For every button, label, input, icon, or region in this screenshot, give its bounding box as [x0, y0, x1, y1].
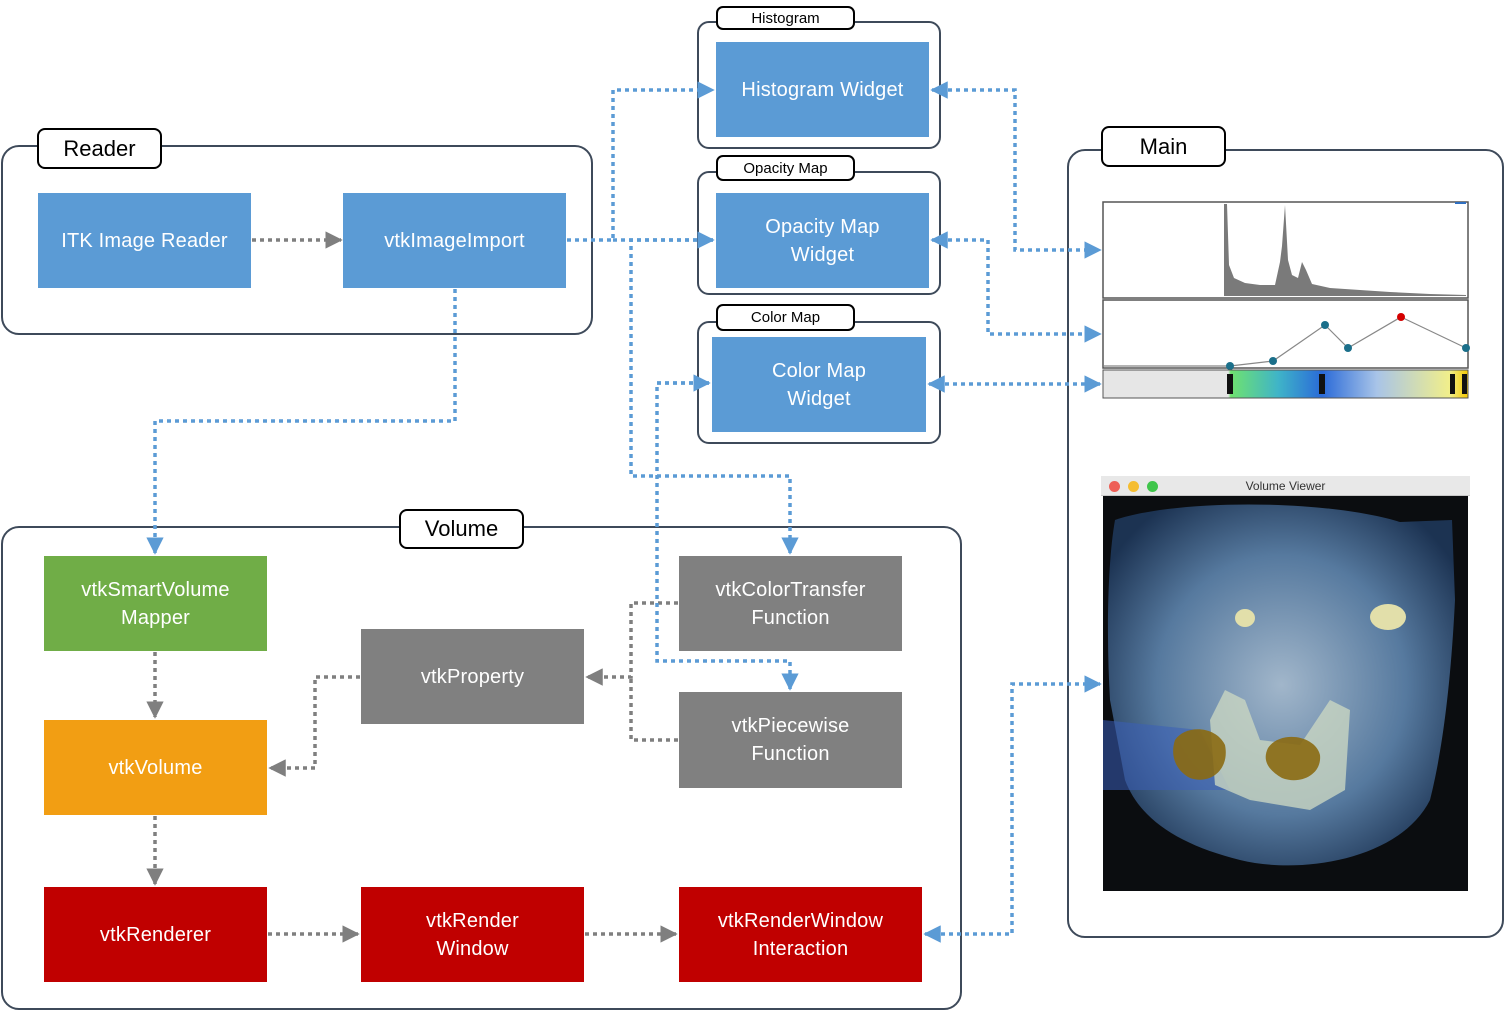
histogram-bars [1224, 204, 1466, 296]
reader-label: Reader [37, 128, 162, 169]
vtk-render-window-interaction-node: vtkRenderWindow Interaction [679, 887, 922, 982]
arrow-color-tf-to-property [585, 601, 678, 686]
opacity-point [1344, 344, 1352, 352]
opacity-point [1321, 321, 1329, 329]
vtk-smart-volume-mapper-node: vtkSmartVolume Mapper [44, 556, 267, 651]
main-label: Main [1101, 126, 1226, 167]
opacity-map-widget-node: Opacity Map Widget [716, 193, 929, 288]
skull-shape [1107, 504, 1455, 866]
color-bar [1102, 369, 1469, 399]
color-bar-handle [1319, 374, 1325, 394]
arrow-color-to-piecewise [655, 381, 799, 691]
vtk-piecewise-function-node: vtkPiecewise Function [679, 692, 902, 788]
arrow-opacity-main [930, 231, 1102, 343]
vtk-renderer-node: vtkRenderer [44, 887, 267, 982]
close-window-icon[interactable] [1109, 481, 1120, 492]
arrow-interaction-viewer [923, 675, 1102, 943]
opacity-point [1397, 313, 1405, 321]
arrow-piecewise-to-property [629, 677, 678, 742]
color-bar-handle [1227, 374, 1233, 394]
opacity-curve-plot [1102, 299, 1469, 369]
maximize-window-icon[interactable] [1147, 481, 1158, 492]
itk-image-reader-node: ITK Image Reader [38, 193, 251, 288]
color-bar-handle [1462, 374, 1467, 394]
vtk-color-transfer-function-node: vtkColorTransfer Function [679, 556, 902, 651]
volume-label: Volume [399, 509, 524, 549]
color-map-widget-node: Color Map Widget [712, 337, 926, 432]
histogram-label: Histogram [716, 6, 855, 30]
opacity-point [1226, 362, 1234, 370]
opacity-map-label: Opacity Map [716, 155, 855, 181]
arrow-property-to-volume [268, 675, 360, 777]
vtk-render-window-node: vtkRender Window [361, 887, 584, 982]
histogram-widget-node: Histogram Widget [716, 42, 929, 137]
color-map-label: Color Map [716, 304, 855, 331]
minimize-window-icon[interactable] [1128, 481, 1139, 492]
arrow-import-to-histogram [567, 81, 715, 242]
volume-viewer-titlebar: Volume Viewer [1101, 476, 1470, 496]
vtk-image-import-node: vtkImageImport [343, 193, 566, 288]
arrow-opacity-to-color-tf [629, 238, 799, 555]
opacity-point [1462, 344, 1470, 352]
vtk-volume-node: vtkVolume [44, 720, 267, 815]
opacity-point [1269, 357, 1277, 365]
vtk-property-node: vtkProperty [361, 629, 584, 724]
arrow-import-to-mapper [146, 289, 457, 555]
arrow-histogram-main [930, 81, 1102, 259]
color-bar-handle [1450, 374, 1455, 394]
